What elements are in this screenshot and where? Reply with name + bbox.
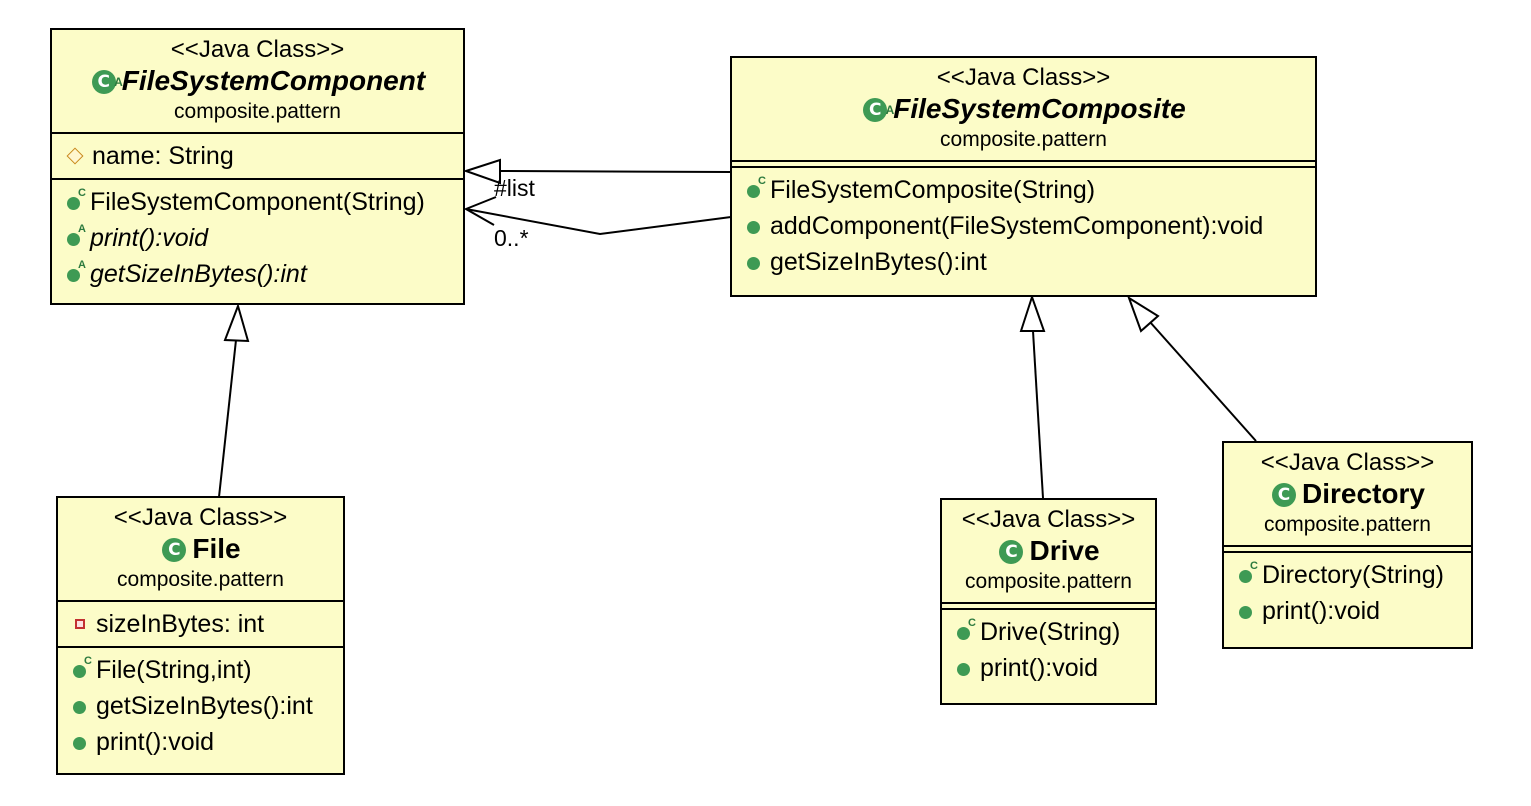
stereotype-label: <<Java Class>>	[113, 504, 288, 531]
method-getsizeinbytes[interactable]: getSizeInBytes():int	[72, 688, 343, 724]
method-getsizeinbytes[interactable]: getSizeInBytes():int	[746, 244, 1315, 280]
fields-compartment: name: String	[52, 134, 463, 178]
constructor-icon: C	[956, 618, 976, 642]
generalization-file-to-component[interactable]	[218, 302, 250, 498]
class-name: Drive	[1029, 535, 1100, 566]
generalization-drive-to-composite[interactable]	[1019, 293, 1046, 499]
class-icon: C	[997, 537, 1025, 565]
association-list[interactable]	[463, 196, 732, 236]
generalization-composite-to-component[interactable]	[462, 158, 732, 185]
class-icon: C	[160, 535, 188, 563]
public-method-icon	[72, 696, 90, 716]
method-print[interactable]: print():void	[956, 650, 1155, 686]
constructor-icon: C	[746, 176, 766, 200]
constructor-icon: C	[1238, 561, 1258, 585]
class-icon: C	[1270, 480, 1298, 508]
class-name: FileSystemComposite	[893, 93, 1186, 124]
association-role-label: #list	[494, 175, 535, 201]
fields-compartment: sizeInBytes: int	[58, 602, 343, 646]
public-method-icon	[746, 252, 764, 272]
method-print[interactable]: print():void	[1238, 593, 1471, 629]
generalization-directory-to-composite[interactable]	[1127, 295, 1257, 442]
method-print[interactable]: print():void	[72, 724, 343, 760]
class-name: FileSystemComponent	[121, 65, 426, 96]
stereotype-label: <<Java Class>>	[1260, 449, 1435, 476]
field-sizeinbytes[interactable]: sizeInBytes: int	[72, 606, 343, 642]
package-label: composite.pattern	[940, 128, 1107, 151]
class-name: Directory	[1302, 478, 1425, 509]
class-name: File	[192, 533, 241, 564]
package-label: composite.pattern	[1264, 513, 1431, 536]
private-field-icon	[75, 619, 85, 629]
stereotype-label: <<Java Class>>	[936, 64, 1111, 91]
protected-field-icon	[66, 147, 84, 165]
package-label: composite.pattern	[174, 100, 341, 123]
public-method-icon	[1238, 601, 1256, 621]
public-method-icon	[746, 216, 764, 236]
constructor-icon: C	[66, 188, 86, 212]
field-name[interactable]: name: String	[66, 138, 463, 174]
class-directory[interactable]: <<Java Class>> C Directory composite.pat…	[1222, 441, 1473, 649]
abstract-method-icon: A	[66, 260, 86, 284]
package-label: composite.pattern	[965, 570, 1132, 593]
stereotype-label: <<Java Class>>	[170, 36, 345, 63]
public-method-icon	[956, 658, 974, 678]
class-file[interactable]: <<Java Class>> C File composite.pattern …	[56, 496, 345, 775]
package-label: composite.pattern	[117, 568, 284, 591]
method-addcomponent[interactable]: addComponent(FileSystemComponent):void	[746, 208, 1315, 244]
constructor-icon: C	[72, 656, 92, 680]
public-method-icon	[72, 732, 90, 752]
association-multiplicity-label: 0..*	[494, 225, 529, 251]
class-drive[interactable]: <<Java Class>> C Drive composite.pattern…	[940, 498, 1157, 705]
stereotype-label: <<Java Class>>	[961, 506, 1136, 533]
abstract-method-icon: A	[66, 224, 86, 248]
